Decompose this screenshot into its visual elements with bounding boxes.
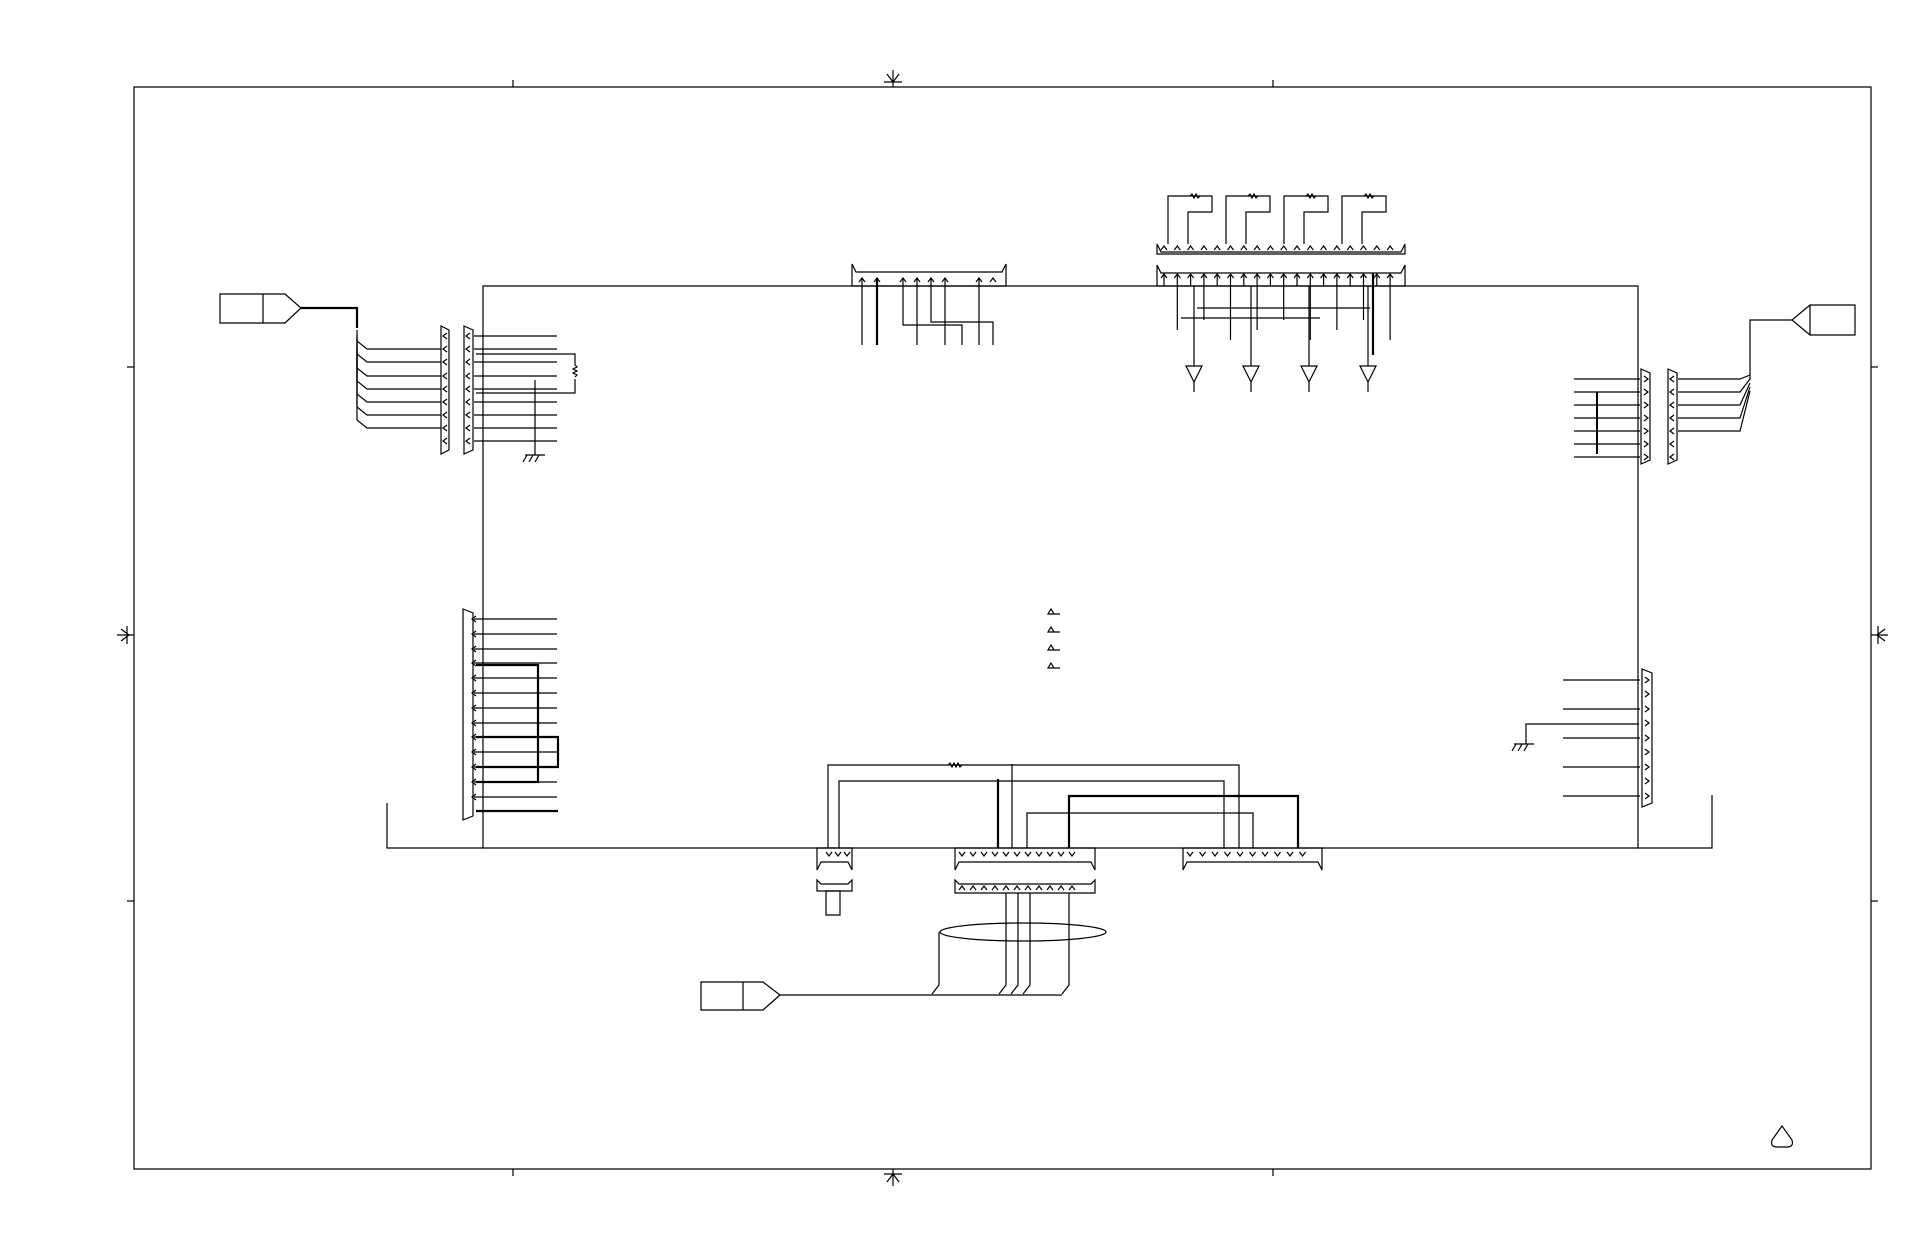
connector-right-bottom: [1642, 669, 1652, 807]
resistor-array-top-right: [1168, 194, 1386, 244]
left-bottom-pins: [472, 616, 557, 800]
bottom-interconnect-wires: [828, 763, 1298, 848]
center-marker-left: [117, 626, 134, 644]
connector-left-bottom: [463, 609, 473, 820]
cable-bundle: [940, 923, 1106, 941]
center-marker-bottom: [884, 1169, 902, 1186]
connector-bottom-center-mate: [955, 880, 1095, 893]
connector-bottom-center: [955, 848, 1095, 870]
connector-left-top: [441, 326, 473, 454]
left-bottom-jumpers: [476, 665, 558, 811]
triangle-icon: [1772, 1126, 1793, 1147]
connector-top-2-upper: [1157, 244, 1405, 254]
center-marker-right: [1871, 626, 1888, 644]
frame-bottom-right: [1638, 795, 1712, 848]
right-bottom-pins: [1563, 677, 1649, 799]
top2-pins: [1161, 246, 1393, 355]
offpage-connector-right: [1750, 305, 1855, 380]
connector-bottom-small: [817, 848, 852, 870]
center-marker-top: [884, 70, 902, 87]
buffer-triangles: [1186, 286, 1376, 392]
bottom-harness: [780, 893, 1069, 995]
left-connector-pins: [443, 333, 557, 444]
bottom-connector-pins: [826, 852, 1306, 890]
sheet-border: [134, 87, 1871, 1169]
connector-right-top: [1641, 369, 1677, 464]
offpage-connector-bottom: [701, 982, 780, 1010]
right-top-pins: [1574, 376, 1674, 460]
connector-top-1: [852, 264, 1006, 286]
connector-bottom-right: [1183, 848, 1322, 870]
top1-wires: [862, 278, 993, 345]
connector-top-2-lower: [1157, 265, 1405, 286]
frame-bottom-left: [387, 803, 483, 848]
center-part-labels: [1048, 609, 1060, 668]
right-harness-wires: [1678, 375, 1750, 431]
left-harness-wires: [357, 330, 441, 428]
top1-pins: [859, 278, 996, 282]
ground-icon-right: [1512, 724, 1639, 751]
connector-bottom-small-mate: [817, 880, 852, 915]
resistor-left: [476, 354, 577, 393]
border-ticks: [127, 80, 1878, 1176]
offpage-connector-left: [220, 294, 357, 328]
ground-icon-left: [523, 380, 545, 462]
main-board-outline: [483, 286, 1638, 848]
